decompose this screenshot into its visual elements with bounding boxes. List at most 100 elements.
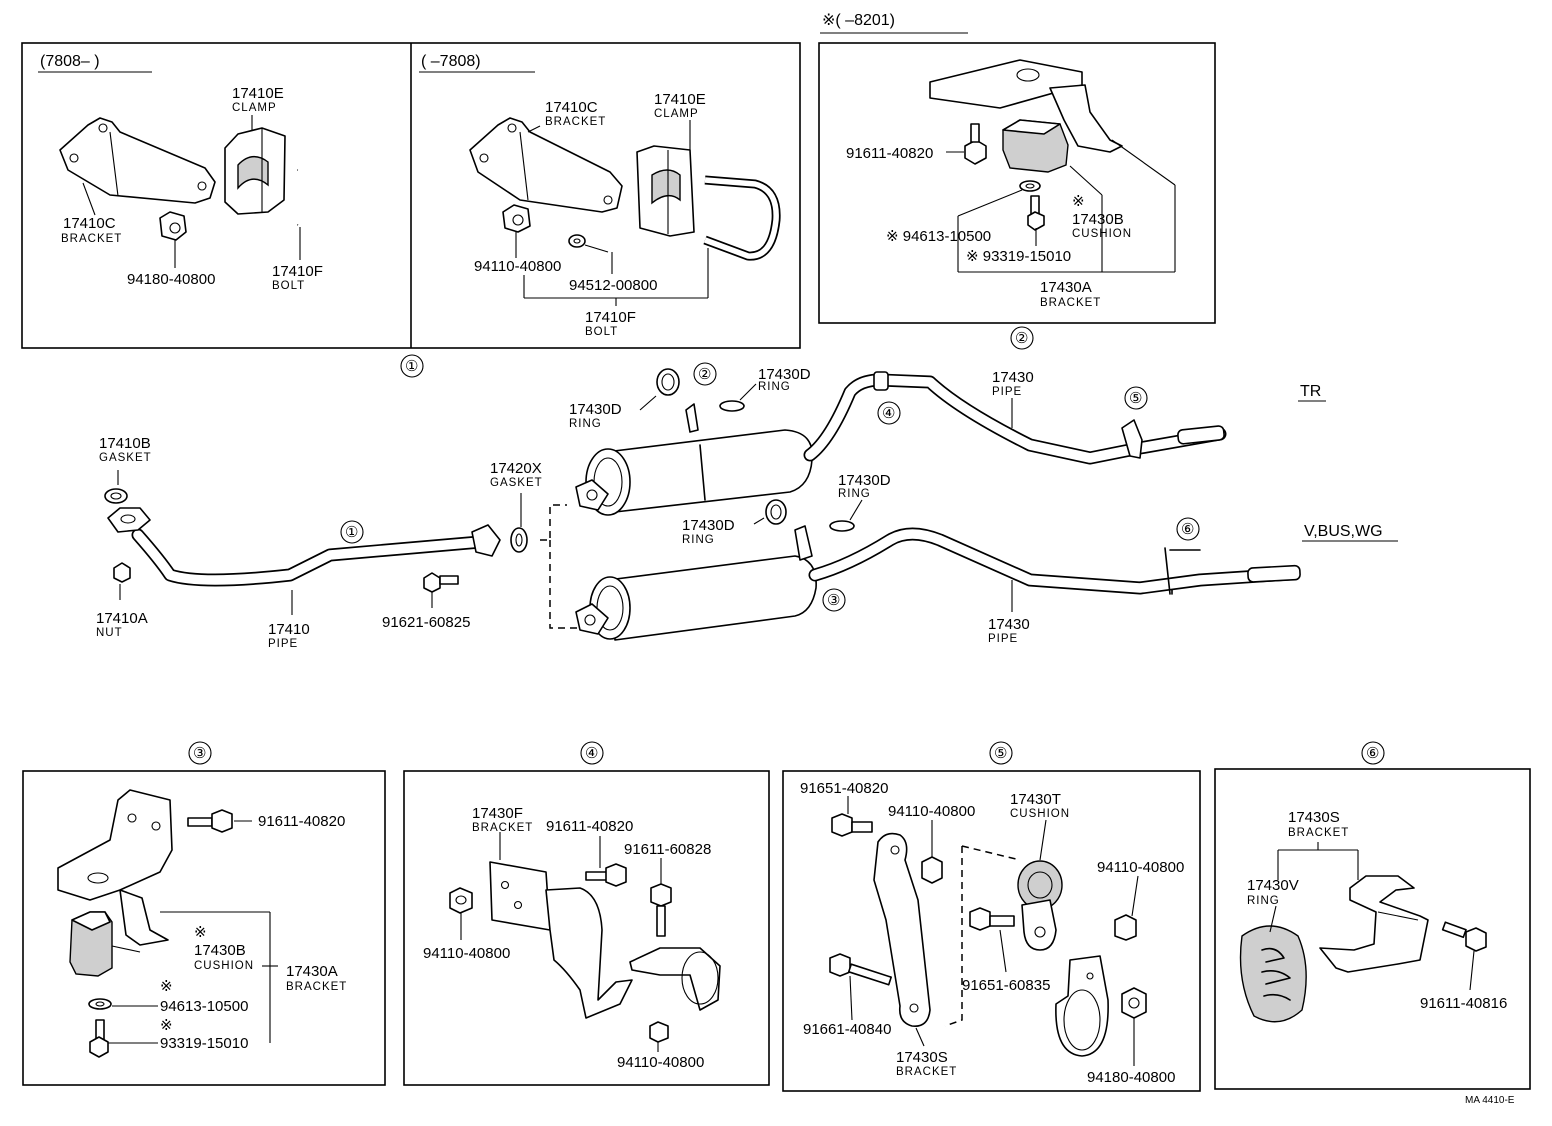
gasket-17420x-drawing [510, 527, 528, 553]
clamp-17410e-drawing-b [636, 145, 695, 237]
u-bolt-17410f-drawing-a [296, 167, 373, 244]
u-bolt-17410f-drawing-b [703, 175, 781, 261]
label-94110-40800-p4b: 94110-40800 [617, 1054, 704, 1071]
label-91661-40840: 91661-40840 [803, 1021, 891, 1038]
label-94180-40800-p5: 94180-40800 [1087, 1069, 1175, 1086]
label-94110-40800-p5b: 94110-40800 [1097, 859, 1184, 876]
nut-94110-drawing-b [502, 204, 531, 233]
label-bolt-b: BOLT [585, 326, 618, 338]
bolt-91651-60835-drawing [969, 907, 1015, 931]
gasket-17410b-drawing [104, 488, 128, 504]
callout-circle-1-frame [400, 354, 424, 378]
label-gasket-b: GASKET [99, 452, 152, 464]
callout-4-panel: ④ [585, 745, 598, 762]
bolt-91661-40840-drawing [829, 953, 892, 986]
label-17410a: 17410A [96, 610, 148, 627]
label-17410f-a: 17410F [272, 263, 323, 280]
callout-circle-2-frame [1010, 326, 1034, 350]
label-pipe-17410: PIPE [268, 638, 298, 650]
label-bracket-b: BRACKET [545, 116, 606, 128]
muffler-tr-drawing [575, 403, 814, 516]
label-17430b-p2: 17430B [1072, 211, 1124, 228]
callout-3-main: ③ [827, 592, 840, 609]
label-17410c-a: 17410C [63, 215, 116, 232]
label-clamp-b: CLAMP [654, 108, 699, 120]
label-17430d-b: 17430D [758, 366, 811, 383]
detail-panel-1: (7808– ) ( –7808) 17410E CLAMP 174 [21, 42, 801, 378]
detail-panel-4: ④ 17430F BRACKET 916 [403, 741, 770, 1086]
nut-94180-drawing-p5 [1121, 987, 1147, 1019]
callout-5-main: ⑤ [1129, 390, 1142, 407]
label-cushion-p5: CUSHION [1010, 808, 1070, 820]
callout-4-main: ④ [882, 405, 895, 422]
label-ring-a: RING [569, 418, 602, 430]
clamp-17410e-drawing-a [224, 127, 286, 215]
label-91611-40820-p4: 91611-40820 [546, 818, 633, 835]
clamp-drawing-p5 [1055, 955, 1109, 1057]
bracket-17410c-drawing-b [469, 117, 623, 213]
callout-3-panel: ③ [193, 745, 206, 762]
ring-17430v-drawing [1239, 925, 1307, 1023]
detail-panel-6: ⑥ 17430S BRACKET 17430V RING 91611-40816 [1214, 741, 1531, 1090]
label-ring-b: RING [758, 381, 791, 393]
label-17410b: 17410B [99, 435, 151, 452]
label-91611-40820-p3: 91611-40820 [258, 813, 345, 830]
detail-panel-3: ③ 91611-40820 ※ 1743 [22, 741, 386, 1086]
label-17430d-c: 17430D [838, 472, 891, 489]
label-ring-p6: RING [1247, 895, 1280, 907]
bolt-91611-drawing-p2 [964, 123, 987, 165]
cushion-17430b-drawing-p3 [69, 911, 113, 977]
panel-3-frame [22, 770, 386, 1086]
bolt-91611-drawing-p3 [187, 809, 233, 833]
nut-94110-b-drawing-p4 [649, 1021, 669, 1043]
clamp-drawing-p4 [629, 947, 721, 1011]
callout-1-panel: ① [405, 358, 418, 375]
ring-17430d-d-drawing [829, 520, 855, 532]
bracket-17430a-drawing-p3 [57, 789, 173, 946]
label-94512-00800: 94512-00800 [569, 277, 657, 294]
label-ring-d: RING [682, 534, 715, 546]
label-94110-40800-b: 94110-40800 [474, 258, 561, 275]
cushion-17430b-drawing-p2 [1002, 119, 1069, 173]
washer-94512-drawing [568, 234, 586, 248]
label-94613-10500-p3: 94613-10500 [160, 998, 248, 1015]
washer-94613-drawing-p2 [1019, 180, 1041, 192]
panel-4-frame [403, 770, 770, 1086]
callout-2-panel: ② [1015, 330, 1028, 347]
bolt-91621-drawing [423, 572, 459, 593]
bracket-17430s-drawing-p5 [873, 832, 931, 1027]
bolt-93319-drawing-p2 [1027, 195, 1045, 231]
callout-6-main: ⑥ [1181, 521, 1194, 538]
flange-front [107, 507, 151, 533]
label-17430a-p2: 17430A [1040, 279, 1092, 296]
label-clamp-a: CLAMP [232, 102, 277, 114]
label-94110-40800-p5a: 94110-40800 [888, 803, 975, 820]
star-93319-p3: ※ [160, 1017, 173, 1034]
label-bracket-p4: BRACKET [472, 822, 533, 834]
label-91611-40816: 91611-40816 [1420, 995, 1507, 1012]
panel-2-header: ※( –8201) [822, 12, 895, 29]
bolt-91611-40820-drawing-p4 [585, 863, 627, 887]
label-94180-40800-a: 94180-40800 [127, 271, 215, 288]
label-94613-10500-p2: ※ 94613-10500 [886, 228, 991, 245]
ring-17430d-b-drawing [719, 400, 745, 412]
label-93319-15010-p2: ※ 93319-15010 [966, 248, 1071, 265]
label-17430s-p5: 17430S [896, 1049, 948, 1066]
label-bracket-p3: BRACKET [286, 981, 347, 993]
label-bracket-p5: BRACKET [896, 1066, 957, 1078]
diagram-reference: MA 4410-E [1465, 1095, 1515, 1106]
main-exhaust-assembly: TR V,BUS,WG ② ④ ⑤ ⑥ ① ③ 17430D RING 1743… [96, 362, 1398, 650]
bolt-91651-40820-drawing [831, 813, 873, 837]
detail-panel-5: ⑤ [782, 741, 1201, 1092]
label-nut: NUT [96, 627, 123, 639]
label-17430-bottom: 17430 [988, 616, 1030, 633]
label-17430s-p6: 17430S [1288, 809, 1340, 826]
variant-tr-label: TR [1300, 383, 1321, 400]
label-bracket-a: BRACKET [61, 233, 122, 245]
nut-94110-a-drawing-p4 [449, 887, 473, 914]
detail-panel-2: ※( –8201) 9161 [818, 12, 1216, 350]
label-17410e-a: 17410E [232, 85, 284, 102]
bracket-17430f-drawing [489, 861, 633, 1019]
bolt-91611-40816-drawing [1441, 921, 1487, 952]
label-cushion-p2: CUSHION [1072, 228, 1132, 240]
